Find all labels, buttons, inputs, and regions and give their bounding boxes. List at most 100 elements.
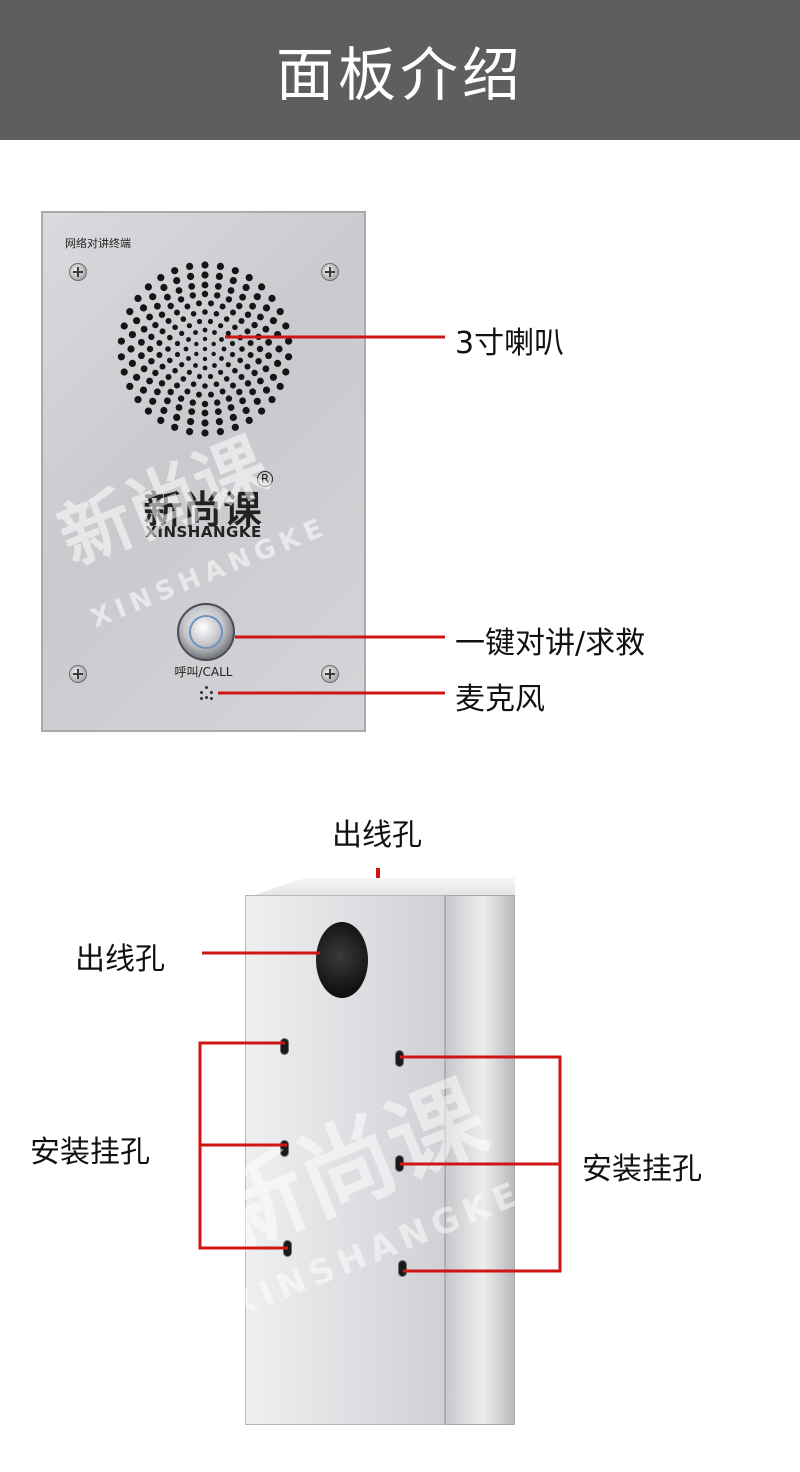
- call-button[interactable]: [177, 603, 235, 661]
- speaker-hole: [167, 302, 174, 310]
- speaker-hole: [134, 294, 142, 302]
- speaker-hole: [156, 352, 163, 358]
- callout-lines-top: [218, 335, 445, 695]
- speaker-hole: [184, 303, 191, 310]
- speaker-hole: [214, 399, 221, 406]
- device-name-label: 网络对讲终端: [65, 237, 131, 250]
- speaker-hole: [242, 283, 250, 292]
- speaker-hole: [167, 388, 174, 396]
- speaker-hole: [201, 429, 209, 437]
- speaker-hole: [255, 358, 262, 365]
- mounting-slot: [280, 1140, 289, 1157]
- speaker-hole: [202, 346, 208, 352]
- speaker-hole: [128, 359, 136, 367]
- speaker-hole: [157, 416, 165, 424]
- speaker-hole: [236, 388, 243, 396]
- screw-icon: [69, 665, 87, 683]
- speaker-hole: [172, 324, 178, 331]
- speaker-hole: [245, 274, 253, 282]
- speaker-hole: [158, 380, 166, 387]
- speaker-hole: [239, 346, 245, 352]
- speaker-hole: [257, 377, 264, 385]
- speaker-hole: [229, 413, 237, 421]
- speaker-hole: [148, 333, 155, 340]
- speaker-hole: [171, 423, 179, 431]
- speaker-hole: [128, 331, 136, 339]
- speaker-hole: [258, 407, 266, 415]
- speaker-hole: [268, 294, 276, 302]
- speaker-hole: [201, 281, 209, 289]
- speaker-hole: [285, 353, 293, 361]
- speaker-hole: [149, 397, 157, 405]
- speaker-hole: [172, 367, 178, 374]
- speaker-hole: [236, 302, 243, 310]
- speaker-hole: [269, 373, 277, 381]
- speaker-hole: [201, 409, 209, 417]
- speaker-grille: [117, 261, 293, 437]
- speaker-hole: [212, 363, 217, 368]
- screw-icon: [321, 665, 339, 683]
- speaker-hole: [232, 367, 238, 374]
- speaker-hole: [211, 351, 216, 357]
- speaker-hole: [265, 352, 272, 360]
- speaker-hole: [201, 271, 209, 279]
- screw-icon: [321, 263, 339, 281]
- speaker-hole: [194, 351, 199, 357]
- speaker-hole: [229, 351, 236, 358]
- speaker-hole: [202, 309, 208, 315]
- speaker-hole: [159, 363, 166, 370]
- speaker-hole: [138, 338, 145, 346]
- speaker-hole: [214, 283, 222, 290]
- speaker-hole: [194, 341, 199, 347]
- speaker-hole: [230, 309, 236, 316]
- speaker-hole: [225, 296, 233, 303]
- speaker-hole: [184, 388, 191, 395]
- speaker-hole: [126, 382, 134, 390]
- speaker-hole: [188, 283, 196, 290]
- speaker-hole: [219, 337, 224, 342]
- speaker-hole: [238, 374, 245, 380]
- speaker-hole: [276, 308, 284, 316]
- speaker-hole: [167, 334, 173, 341]
- speaker-hole: [175, 287, 183, 294]
- mounting-slot: [280, 1038, 289, 1055]
- speaker-hole: [251, 321, 258, 329]
- speaker-hole: [262, 325, 270, 333]
- speaker-hole: [196, 391, 202, 398]
- speaker-hole: [213, 311, 220, 317]
- speaker-hole: [167, 357, 173, 364]
- speaker-hole: [215, 418, 223, 426]
- speaker-hole: [174, 382, 180, 389]
- speaker-hole: [249, 388, 256, 396]
- speaker-hole: [186, 337, 191, 342]
- speaker-hole: [154, 388, 161, 396]
- speaker-hole: [214, 408, 222, 415]
- callout-mount-holes-left-label: 安装挂孔: [30, 1135, 150, 1170]
- speaker-hole: [186, 369, 192, 375]
- page-header: 面板介绍: [0, 0, 800, 140]
- speaker-hole: [219, 388, 226, 395]
- speaker-hole: [152, 321, 159, 329]
- speaker-hole: [157, 274, 165, 282]
- speaker-hole: [201, 261, 209, 269]
- speaker-hole: [171, 267, 179, 275]
- speaker-hole: [242, 406, 250, 415]
- speaker-hole: [189, 399, 196, 406]
- speaker-hole: [146, 313, 153, 321]
- speaker-hole: [177, 395, 185, 402]
- speaker-hole: [216, 428, 224, 436]
- speaker-hole: [232, 324, 238, 331]
- callout-front-cable-hole-label: 出线孔: [75, 942, 165, 977]
- speaker-hole: [190, 381, 197, 387]
- speaker-hole: [164, 397, 171, 405]
- speaker-hole: [225, 362, 231, 368]
- speaker-hole: [207, 373, 214, 380]
- speaker-hole: [244, 311, 252, 318]
- speaker-hole: [227, 287, 235, 294]
- speaker-hole: [216, 262, 224, 270]
- callout-top-cable-hole-label: 出线孔: [332, 818, 422, 853]
- speaker-hole: [175, 404, 183, 411]
- speaker-hole: [214, 292, 221, 299]
- speaker-hole: [160, 283, 168, 292]
- speaker-hole: [215, 272, 223, 280]
